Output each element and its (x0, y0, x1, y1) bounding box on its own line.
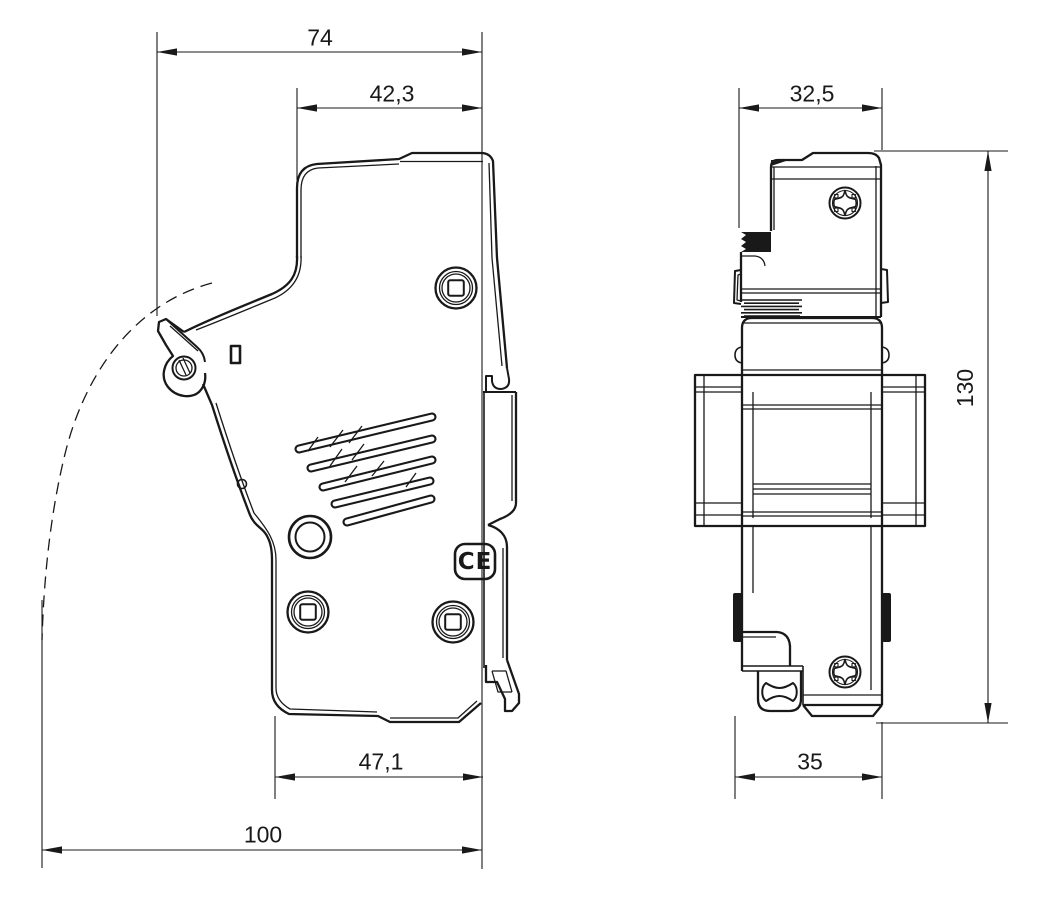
square-drive-boss-top (434, 266, 478, 310)
dimension-130: 130 (874, 150, 1008, 724)
dim-label-130: 130 (952, 369, 978, 407)
dim-label-100: 100 (244, 822, 282, 848)
dimension-47-1: 47,1 (274, 716, 483, 799)
dimension-32-5: 32,5 (738, 81, 883, 228)
latch-tooth-block (741, 232, 771, 252)
pin-hole (236, 478, 248, 490)
square-drive-boss-left (286, 590, 330, 634)
status-window-slot (229, 344, 242, 365)
side-outline (156, 151, 509, 724)
din-rail-plate (693, 373, 927, 528)
front-mid-body (734, 316, 890, 375)
cover-swing-dashed-arc (41, 282, 213, 641)
ce-mark-label: CE (458, 549, 493, 575)
front-bottom-block (733, 526, 891, 718)
side-clip-left (733, 593, 742, 642)
side-view: CE 74 42,3 47,1 (41, 25, 521, 869)
dimension-35: 35 (734, 716, 883, 799)
phillips-screw-bottom (828, 655, 862, 689)
front-head (733, 151, 889, 318)
dim-label-47-1: 47,1 (359, 749, 404, 775)
dim-label-32-5: 32,5 (790, 81, 835, 107)
din-rail-clip-profile (483, 367, 521, 713)
rail-release-clip (756, 671, 803, 713)
ce-mark: CE (453, 542, 497, 581)
side-clip-right (882, 593, 891, 642)
dimension-100: 100 (41, 600, 482, 868)
square-drive-boss-right (431, 600, 475, 644)
latch-screw (171, 355, 197, 381)
dim-label-35: 35 (797, 749, 823, 775)
dim-label-74: 74 (307, 25, 333, 51)
dimension-42-3: 42,3 (296, 81, 482, 180)
round-opening (287, 514, 333, 560)
dimension-74: 74 (156, 25, 483, 869)
vent-slots (294, 412, 437, 527)
dim-label-42-3: 42,3 (370, 81, 415, 107)
phillips-screw-top (828, 186, 862, 220)
front-view: 32,5 130 35 (693, 81, 1008, 799)
